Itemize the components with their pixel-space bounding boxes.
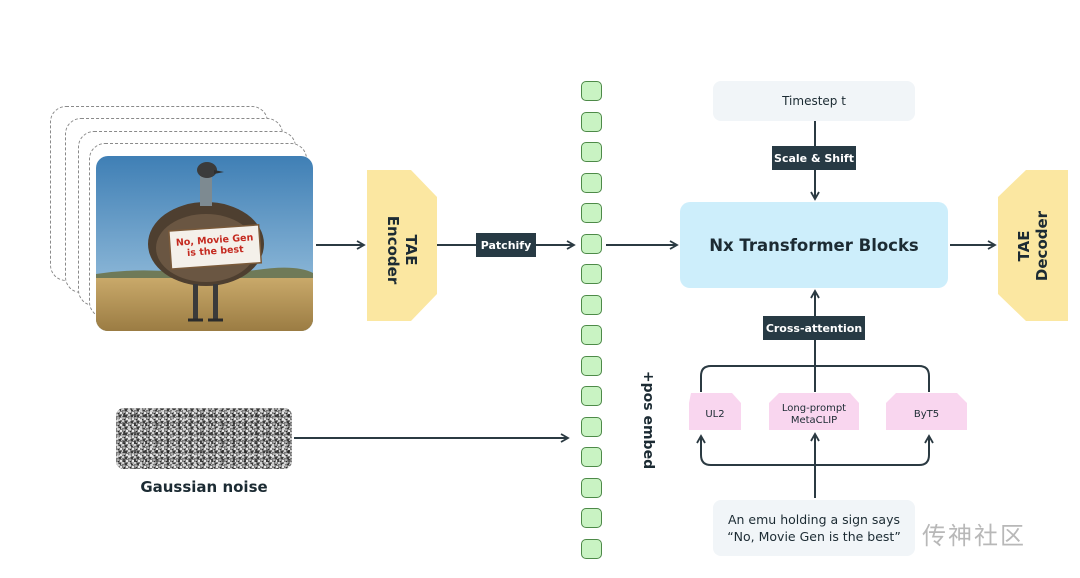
text-prompt-box: An emu holding a sign says “No, Movie Ge… bbox=[713, 500, 915, 556]
patch-token bbox=[581, 508, 602, 528]
patch-token bbox=[581, 538, 602, 559]
gaussian-noise-label: Gaussian noise bbox=[140, 478, 268, 496]
patch-token bbox=[581, 416, 602, 437]
patchify-label: Patchify bbox=[476, 233, 536, 257]
patch-token bbox=[581, 355, 602, 376]
patch-token bbox=[581, 325, 602, 345]
patch-token bbox=[581, 233, 602, 254]
metaclip-encoder-label: Long-prompt MetaCLIP bbox=[781, 403, 847, 426]
patch-token bbox=[581, 447, 602, 467]
scale-shift-label: Scale & Shift bbox=[772, 146, 856, 170]
ul2-encoder-label: UL2 bbox=[705, 409, 725, 420]
patch-token bbox=[581, 172, 602, 193]
ul2-encoder-shape bbox=[689, 393, 741, 430]
pos-embed-label: +pos embed bbox=[640, 370, 656, 470]
patch-token bbox=[581, 264, 602, 284]
patch-token bbox=[581, 142, 602, 162]
patch-token bbox=[581, 294, 602, 315]
transformer-blocks-box: Nx Transformer Blocks bbox=[680, 202, 948, 288]
transformer-blocks-label: Nx Transformer Blocks bbox=[709, 235, 919, 255]
tae-decoder-shape bbox=[998, 170, 1068, 321]
metaclip-encoder-shape bbox=[769, 393, 859, 430]
tae-decoder-label: TAE Decoder bbox=[1015, 210, 1051, 282]
patch-token bbox=[581, 203, 602, 223]
text-prompt-line-1: An emu holding a sign says bbox=[727, 512, 901, 527]
tae-encoder-label: TAE Encoder bbox=[384, 215, 420, 285]
watermark-text: 传神社区 bbox=[922, 522, 1026, 550]
arrow-prompt-to-ul2 bbox=[696, 434, 815, 466]
timestep-box: Timestep t bbox=[713, 81, 915, 121]
patch-token bbox=[581, 386, 602, 406]
patch-token bbox=[581, 81, 602, 101]
byt5-encoder-shape bbox=[886, 393, 967, 430]
arrow-prompt-to-byt5 bbox=[815, 434, 934, 466]
timestep-label: Timestep t bbox=[782, 94, 846, 108]
input-video-frame: No, Movie Gen is the best bbox=[96, 156, 313, 331]
tae-encoder-shape bbox=[367, 170, 437, 321]
gaussian-noise-image bbox=[116, 408, 292, 469]
patch-token bbox=[581, 111, 602, 132]
byt5-encoder-label: ByT5 bbox=[913, 409, 940, 420]
cross-attention-label: Cross-attention bbox=[763, 316, 865, 340]
text-prompt-line-2: “No, Movie Gen is the best” bbox=[727, 529, 901, 544]
patch-token bbox=[581, 477, 602, 498]
